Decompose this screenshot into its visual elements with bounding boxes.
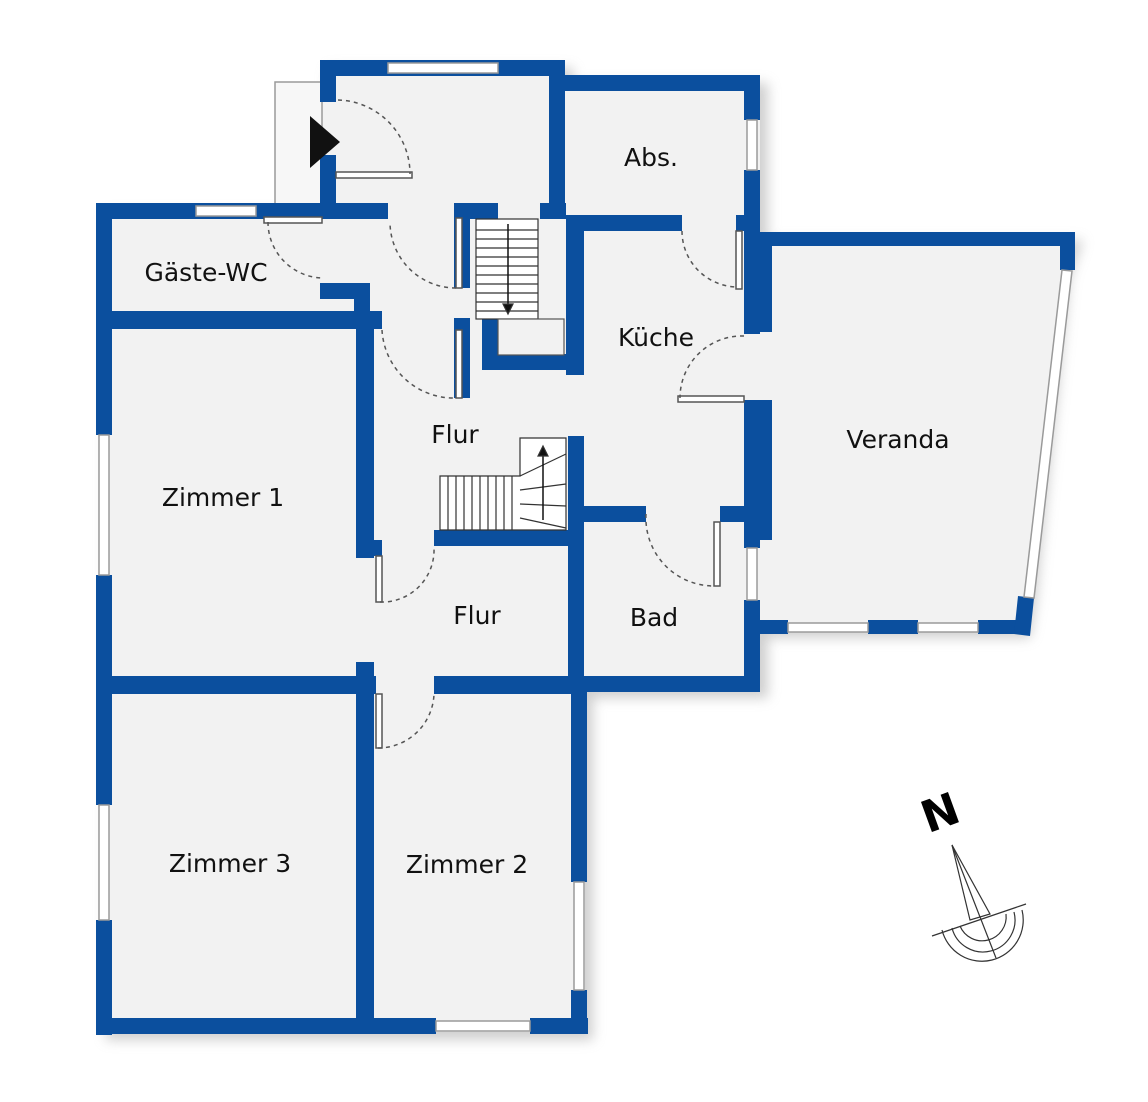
room-label-flur-upper: Flur — [431, 420, 479, 449]
room-label-gaeste-wc: Gäste-WC — [144, 258, 267, 287]
door-zimmer2-leaf — [375, 693, 383, 749]
window-veranda-bottom-2 — [917, 622, 979, 633]
floor-areas — [98, 60, 1075, 1032]
door-bad-swing — [645, 513, 715, 587]
room-label-veranda: Veranda — [846, 425, 949, 454]
floor-veranda — [760, 232, 1075, 630]
room-label-zimmer2: Zimmer 2 — [406, 850, 528, 879]
staircase-upper — [475, 218, 565, 356]
door-flur-upper-leaf — [455, 329, 463, 399]
window-abs-right — [746, 119, 758, 171]
door-entrance-leaf — [335, 171, 413, 179]
door-abs-leaf — [735, 230, 743, 290]
stair-tread — [519, 517, 567, 529]
window-zimmer2-bottom — [435, 1020, 531, 1032]
door-abs-swing — [681, 230, 739, 288]
window-zimmer3-left — [98, 804, 110, 921]
window-entrance-top — [387, 62, 499, 74]
door-stair-swing — [389, 221, 457, 289]
compass-north-letter: N — [914, 783, 966, 844]
room-label-zimmer3: Zimmer 3 — [169, 849, 291, 878]
room-label-abs: Abs. — [624, 143, 678, 172]
window-veranda-right — [1023, 269, 1073, 599]
room-label-bad: Bad — [630, 603, 678, 632]
window-wc — [195, 205, 257, 217]
door-entrance-swing — [337, 99, 411, 175]
window-zimmer2-right — [573, 881, 585, 991]
windows — [98, 62, 1073, 1032]
door-stair-leaf — [455, 217, 463, 289]
north-compass: N — [914, 783, 1027, 962]
window-bad-right — [746, 547, 758, 601]
staircase-lower — [439, 437, 567, 531]
window-zimmer1-left — [98, 434, 110, 576]
room-label-flur-lower: Flur — [453, 601, 501, 630]
door-wc-swing — [267, 221, 323, 279]
door-kueche-leaf — [677, 395, 745, 403]
door-zimmer1-leaf — [375, 555, 383, 603]
window-veranda-bottom-1 — [787, 622, 869, 633]
compass-rose-icon — [931, 844, 1027, 962]
entrance-arrow-icon — [310, 116, 340, 168]
room-label-zimmer1: Zimmer 1 — [162, 483, 284, 512]
door-zimmer1-swing — [379, 547, 435, 603]
walls — [96, 60, 1075, 1035]
door-wc-leaf — [263, 216, 323, 224]
door-zimmer2-swing — [377, 693, 435, 749]
floor-main — [98, 60, 760, 1032]
stair-lower-arrow-icon — [537, 444, 549, 457]
door-bad-leaf — [713, 521, 721, 587]
room-labels: Abs. Gäste-WC Küche Flur Veranda Zimmer … — [144, 143, 949, 879]
door-kueche-swing — [679, 335, 745, 399]
stair-upper-arrow-icon — [502, 303, 514, 316]
doors — [263, 99, 745, 749]
door-flur-upper-swing — [381, 329, 457, 399]
room-label-kueche: Küche — [618, 323, 694, 352]
